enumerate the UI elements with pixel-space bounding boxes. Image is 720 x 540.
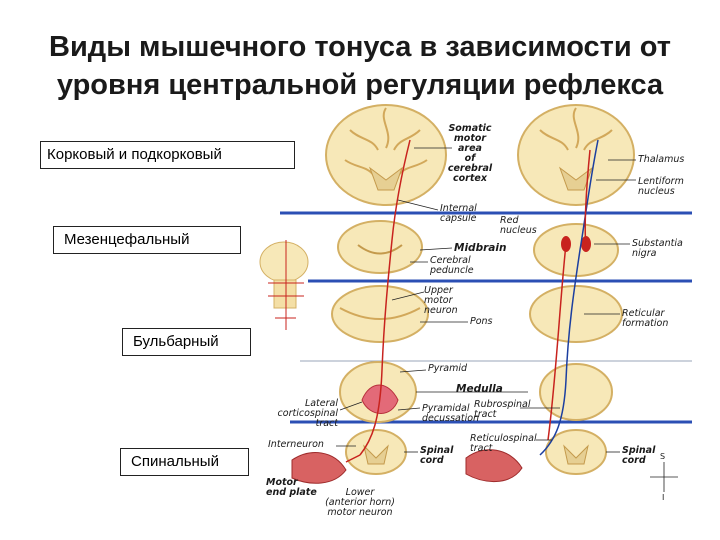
left-brain-sections bbox=[291, 104, 447, 484]
compass-superior: S bbox=[660, 452, 666, 461]
title-line-2: уровня центральной регуляции рефлекса bbox=[56, 69, 664, 101]
label-lower-motor-neuron: Lower(anterior horn)motor neuron bbox=[325, 487, 395, 518]
pons-left bbox=[331, 285, 429, 343]
inset-brain-diagram bbox=[259, 240, 309, 330]
spinal-cord-right bbox=[545, 429, 607, 475]
level-bulbar: Бульбарный bbox=[122, 328, 251, 356]
title-line-1: Виды мышечного тонуса в зависимости от bbox=[49, 31, 671, 63]
medulla-right bbox=[539, 363, 613, 421]
label-interneuron: Interneuron bbox=[268, 439, 324, 450]
compass-inferior: I bbox=[662, 493, 665, 502]
leader-lines bbox=[336, 147, 636, 453]
orientation-compass bbox=[650, 462, 678, 492]
midbrain-left bbox=[337, 220, 423, 274]
level-mesencephalic: Мезенцефальный bbox=[53, 226, 241, 254]
label-pyramid: Pyramid bbox=[428, 363, 468, 374]
label-medulla: Medulla bbox=[456, 383, 503, 395]
spinal-cord-left bbox=[345, 429, 407, 475]
label-pons: Pons bbox=[470, 316, 493, 327]
label-midbrain: Midbrain bbox=[454, 242, 507, 254]
pons-right bbox=[529, 285, 623, 343]
midbrain-right bbox=[533, 223, 619, 277]
cerebrum-left bbox=[325, 104, 447, 206]
level-cortical-subcortical: Корковый и подкорковый bbox=[40, 141, 295, 169]
level-spinal: Спинальный bbox=[120, 448, 249, 476]
slide-title: Виды мышечного тонуса в зависимости от у… bbox=[0, 28, 720, 104]
label-thalamus: Thalamus bbox=[638, 154, 685, 165]
